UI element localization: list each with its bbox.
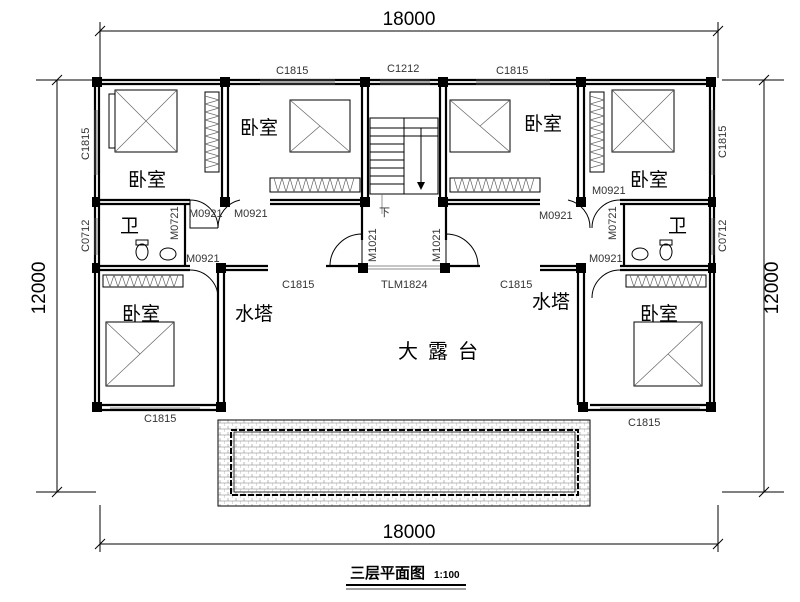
code-win-right-small: C0712 — [717, 220, 729, 252]
bed-furniture — [105, 89, 703, 387]
code-win-top-right: C1815 — [496, 65, 528, 77]
terrace-parapet — [217, 419, 591, 507]
dimension-lines — [36, 22, 784, 552]
room-bedroom-bottom-right: 卧室 — [640, 303, 678, 325]
windows — [94, 79, 715, 409]
code-win-top-left: C1815 — [276, 65, 308, 77]
title-name: 三层平面图 — [350, 564, 425, 582]
room-bath-left: 卫 — [120, 215, 139, 237]
code-win-left-small: C0712 — [80, 220, 92, 252]
dimension-right: 12000 — [762, 262, 783, 315]
code-door-c: M0921 — [539, 210, 573, 222]
code-door-e: M0921 — [186, 253, 220, 265]
code-door-b: M0921 — [234, 208, 268, 220]
code-win-bottom-right: C1815 — [628, 417, 660, 429]
title-scale: 1:100 — [434, 570, 460, 581]
code-win-left-side: C1815 — [80, 128, 92, 160]
code-door-bath-right: M0721 — [607, 206, 619, 240]
room-water-tower-left: 水塔 — [235, 303, 273, 325]
door-swings — [189, 199, 621, 299]
code-door-a: M0921 — [189, 208, 223, 220]
code-sliding-door: TLM1824 — [381, 279, 427, 291]
room-bedroom-bottom-left: 卧室 — [122, 303, 160, 325]
wardrobes — [102, 91, 707, 289]
code-door-f: M0921 — [589, 253, 623, 265]
dimension-left: 12000 — [29, 262, 50, 315]
code-win-top-mid: C1212 — [387, 63, 419, 75]
room-bedroom-top-left: 卧室 — [128, 169, 166, 191]
columns — [92, 77, 716, 412]
stair-down-label: 下 — [379, 207, 390, 219]
room-bedroom-top-mid-left: 卧室 — [240, 117, 278, 139]
room-terrace: 大露台 — [398, 339, 488, 363]
code-win-mid-right: C1815 — [500, 279, 532, 291]
room-water-tower-right: 水塔 — [532, 291, 570, 313]
drawing-title: 三层平面图 1:100 — [346, 564, 466, 590]
code-door-stair-left: M1021 — [367, 228, 379, 262]
code-win-bottom-left: C1815 — [144, 413, 176, 425]
code-door-stair-right: M1021 — [431, 228, 443, 262]
code-door-d: M0921 — [592, 185, 626, 197]
room-bedroom-top-right: 卧室 — [630, 169, 668, 191]
dimension-bottom: 18000 — [383, 522, 436, 543]
bath-fixtures — [135, 239, 673, 261]
room-bedroom-top-mid-right: 卧室 — [524, 113, 562, 135]
code-win-right-side: C1815 — [717, 126, 729, 158]
code-win-mid-left: C1815 — [282, 279, 314, 291]
room-bath-right: 卫 — [668, 215, 687, 237]
staircase — [369, 117, 439, 214]
dimension-top: 18000 — [383, 9, 436, 30]
code-door-bath-left: M0721 — [169, 206, 181, 240]
